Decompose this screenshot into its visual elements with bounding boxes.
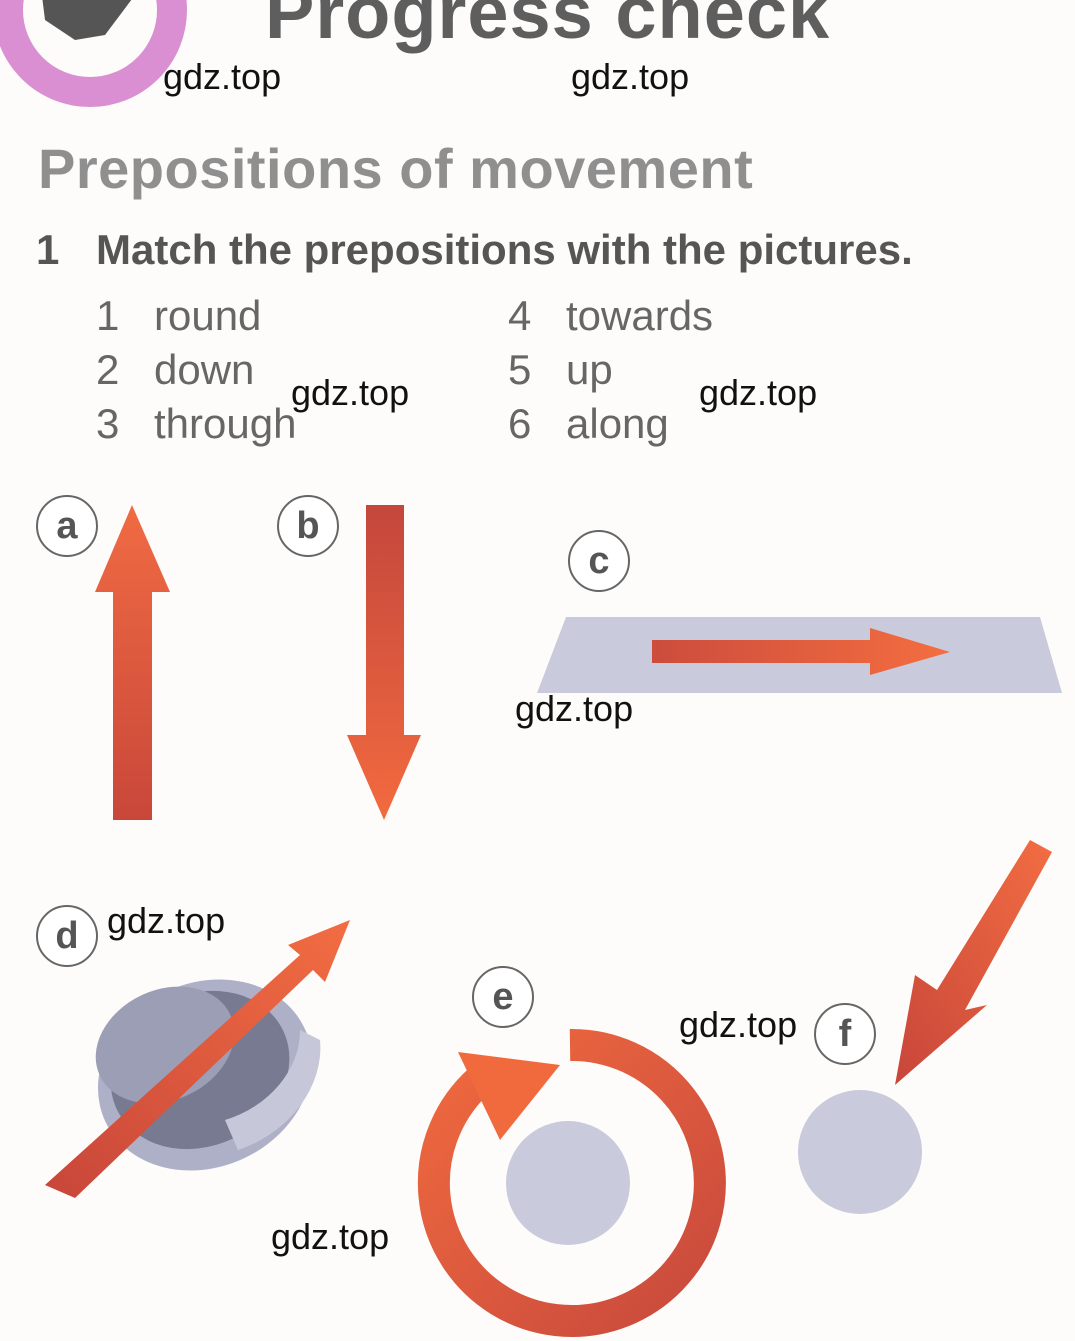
watermark: gdz.top: [271, 1216, 390, 1257]
preposition-word: up: [566, 346, 613, 393]
watermark: gdz.top: [107, 900, 226, 941]
watermark: gdz.top: [699, 372, 818, 413]
preposition-item: 1 round: [96, 292, 261, 340]
preposition-word: through: [154, 400, 297, 447]
picture-label-a: a: [36, 495, 98, 557]
picture-label-d: d: [36, 905, 98, 967]
check-badge-icon: [0, 0, 187, 107]
preposition-number: 1: [96, 292, 120, 339]
up-arrow-icon: [95, 505, 170, 820]
preposition-item: 2 down: [96, 346, 254, 394]
round-circle-arrow-icon: [417, 1028, 726, 1337]
page-title: Progress check: [265, 0, 831, 54]
watermark: gdz.top: [571, 56, 690, 97]
picture-label-e: e: [472, 966, 534, 1028]
along-surface-arrow-icon: [537, 617, 1062, 693]
preposition-item: 5 up: [508, 346, 613, 394]
preposition-number: 2: [96, 346, 120, 393]
preposition-number: 6: [508, 400, 532, 447]
preposition-item: 3 through: [96, 400, 296, 448]
preposition-word: towards: [566, 292, 714, 339]
preposition-word: along: [566, 400, 669, 447]
exercise-instruction: Match the prepositions with the pictures…: [96, 226, 913, 273]
preposition-item: 4 towards: [508, 292, 713, 340]
picture-label-c: c: [568, 530, 630, 592]
watermark: gdz.top: [163, 56, 282, 97]
towards-ball-arrow-icon: [798, 840, 1052, 1214]
watermark: gdz.top: [515, 688, 634, 729]
preposition-word: down: [154, 346, 255, 393]
preposition-item: 6 along: [508, 400, 669, 448]
through-ring-arrow-icon: [45, 920, 350, 1198]
watermark: gdz.top: [679, 1004, 798, 1045]
down-arrow-icon: [347, 505, 421, 820]
preposition-word: round: [154, 292, 262, 339]
picture-label-b: b: [277, 495, 339, 557]
preposition-number: 3: [96, 400, 120, 447]
preposition-number: 4: [508, 292, 532, 339]
exercise-number: 1: [36, 226, 60, 273]
picture-label-f: f: [814, 1003, 876, 1065]
watermark: gdz.top: [291, 372, 410, 413]
preposition-number: 5: [508, 346, 532, 393]
section-title: Prepositions of movement: [38, 137, 754, 200]
